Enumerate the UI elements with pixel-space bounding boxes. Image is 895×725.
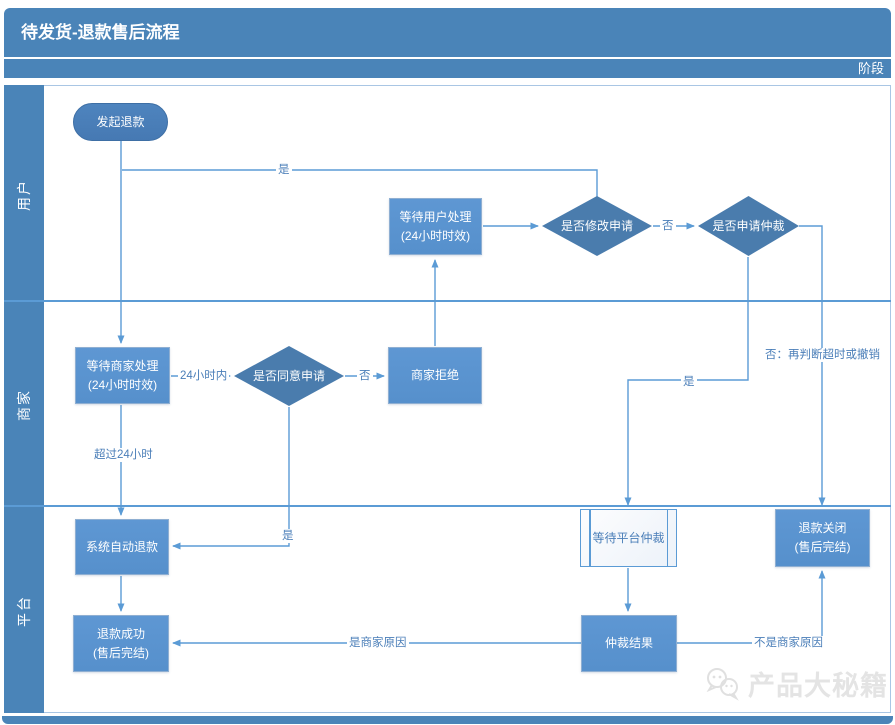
edge-label-over-24h: 超过24小时: [92, 448, 155, 462]
watermark: 产品大秘籍: [703, 664, 888, 703]
node-wait-user: 等待用户处理 (24小时时效): [389, 198, 482, 255]
node-start-refund: 发起退款: [73, 103, 168, 141]
bottom-bar: [2, 716, 893, 724]
node-wait-merchant: 等待商家处理 (24小时时效): [75, 347, 170, 404]
edge-label-not-merchant-reason: 不是商家原因: [752, 636, 825, 650]
node-sublabel: (24小时时效): [400, 228, 471, 243]
node-label: 等待用户处理: [399, 209, 472, 224]
node-label: 商家拒绝: [410, 368, 459, 383]
edge-label-arbitration-yes: 是: [681, 375, 697, 389]
edge-label-modify-yes: 是: [276, 163, 292, 177]
stage-label: 阶段: [857, 61, 884, 76]
node-label: 是否同意申请: [252, 368, 325, 383]
node-sublabel: (售后完结): [93, 645, 149, 660]
page-title: 待发货-退款售后流程: [21, 23, 180, 42]
chat-bubbles-logo-icon: [706, 667, 739, 701]
node-refund-closed: 退款关闭 (售后完结): [775, 509, 870, 567]
node-label: 退款关闭: [798, 521, 847, 536]
edge-label-agree-no: 否: [357, 369, 373, 383]
edge-label-modify-no: 否: [660, 219, 676, 233]
node-label: 是否申请仲裁: [712, 218, 785, 233]
node-sublabel: (24小时时效): [87, 377, 158, 392]
node-arbitration-result: 仲裁结果: [581, 615, 677, 672]
lane-separator-user-merchant: [4, 300, 891, 302]
node-label: 等待平台仲裁: [592, 530, 665, 545]
node-sublabel: (售后完结): [794, 540, 851, 554]
watermark-text: 产品大秘籍: [748, 671, 888, 701]
lane-label-platform: 平台: [16, 595, 32, 627]
lane-label-column: [4, 85, 44, 713]
subprocess-bar-right: [666, 510, 668, 566]
node-label: 是否修改申请: [560, 218, 633, 233]
edge-label-agree-yes: 是: [280, 529, 296, 543]
node-refund-success: 退款成功 (售后完结): [73, 615, 169, 672]
lane-label-user: 用户: [16, 179, 32, 211]
node-label: 发起退款: [96, 114, 145, 129]
edge-label-merchant-reason: 是商家原因: [347, 636, 409, 650]
title-bar: 待发货-退款售后流程: [4, 8, 891, 57]
edge-label-arbitration-no: 否：再判断超时或撤销: [763, 348, 882, 362]
node-auto-refund: 系统自动退款: [75, 519, 169, 575]
lane-label-merchant: 商家: [16, 389, 32, 421]
edge-label-within-24h: 24小时内: [178, 369, 230, 383]
stage-bar: 阶段: [4, 59, 891, 78]
node-label: 仲裁结果: [604, 636, 653, 651]
lane-separator-merchant-platform: [4, 505, 891, 507]
node-merchant-reject: 商家拒绝: [388, 347, 482, 404]
node-label: 系统自动退款: [85, 539, 158, 554]
node-wait-platform-arbitration: 等待平台仲裁: [580, 509, 677, 567]
node-label: 等待商家处理: [86, 358, 159, 373]
subprocess-bar-left: [589, 510, 591, 566]
node-label: 退款成功: [96, 626, 145, 641]
